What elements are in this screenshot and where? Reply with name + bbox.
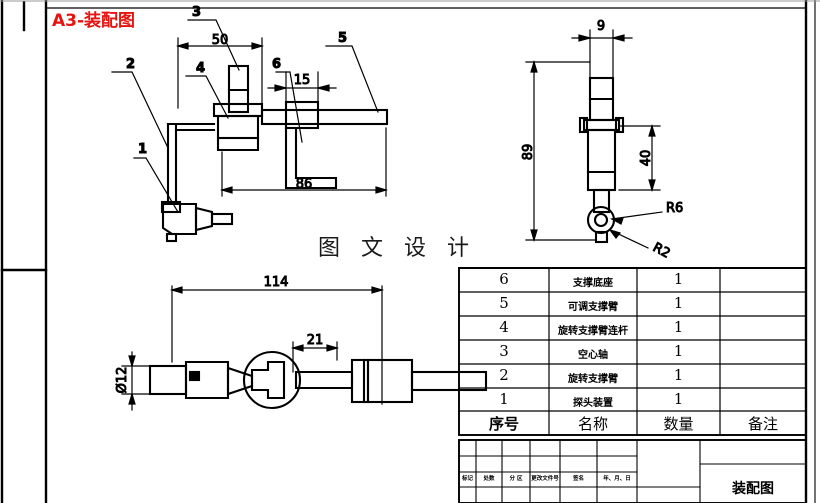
dimension-value-40: 40 <box>639 150 654 167</box>
dimension-value-9: 9 <box>597 19 605 34</box>
balloon-label-3: 3 <box>192 5 201 20</box>
title-block-lines <box>458 439 807 503</box>
dimension-9 <box>571 29 633 79</box>
balloon-label-4: 4 <box>196 61 205 76</box>
side-view-geometry <box>578 76 625 244</box>
dimension-value-114: 114 <box>264 275 289 290</box>
balloon-leaders <box>111 19 379 149</box>
dimension-50 <box>175 37 265 109</box>
balloon-label-6: 6 <box>272 57 281 72</box>
dimension-15 <box>267 71 337 103</box>
sheet-title-label: A3-装配图 <box>52 11 136 31</box>
dimension-dia12 <box>121 351 153 411</box>
radius-label-r2: R2 <box>650 240 672 261</box>
radius-leaders <box>608 211 663 249</box>
dimension-114 <box>169 285 385 405</box>
balloon-leader-1 <box>133 157 179 213</box>
front-assembly-geometry <box>160 64 389 243</box>
dimension-86 <box>219 127 389 197</box>
center-watermark-text: 图 文 设 计 <box>318 236 476 261</box>
radius-label-r6: R6 <box>666 201 683 216</box>
parts-table-lines <box>458 267 807 436</box>
dimension-89 <box>525 59 597 243</box>
balloon-label-5: 5 <box>338 31 347 46</box>
bottom-view-geometry <box>148 350 488 410</box>
dimension-value-89: 89 <box>521 144 536 161</box>
dimension-40 <box>618 123 661 193</box>
balloon-label-2: 2 <box>126 57 135 72</box>
dimension-value-dia12: Ø12 <box>115 367 130 394</box>
parts-table-grid <box>458 267 807 436</box>
balloon-label-1: 1 <box>138 142 147 157</box>
dimension-value-15: 15 <box>294 73 311 88</box>
dimension-21 <box>290 341 340 373</box>
dimension-value-21: 21 <box>307 333 324 348</box>
dimension-value-86: 86 <box>296 177 313 192</box>
